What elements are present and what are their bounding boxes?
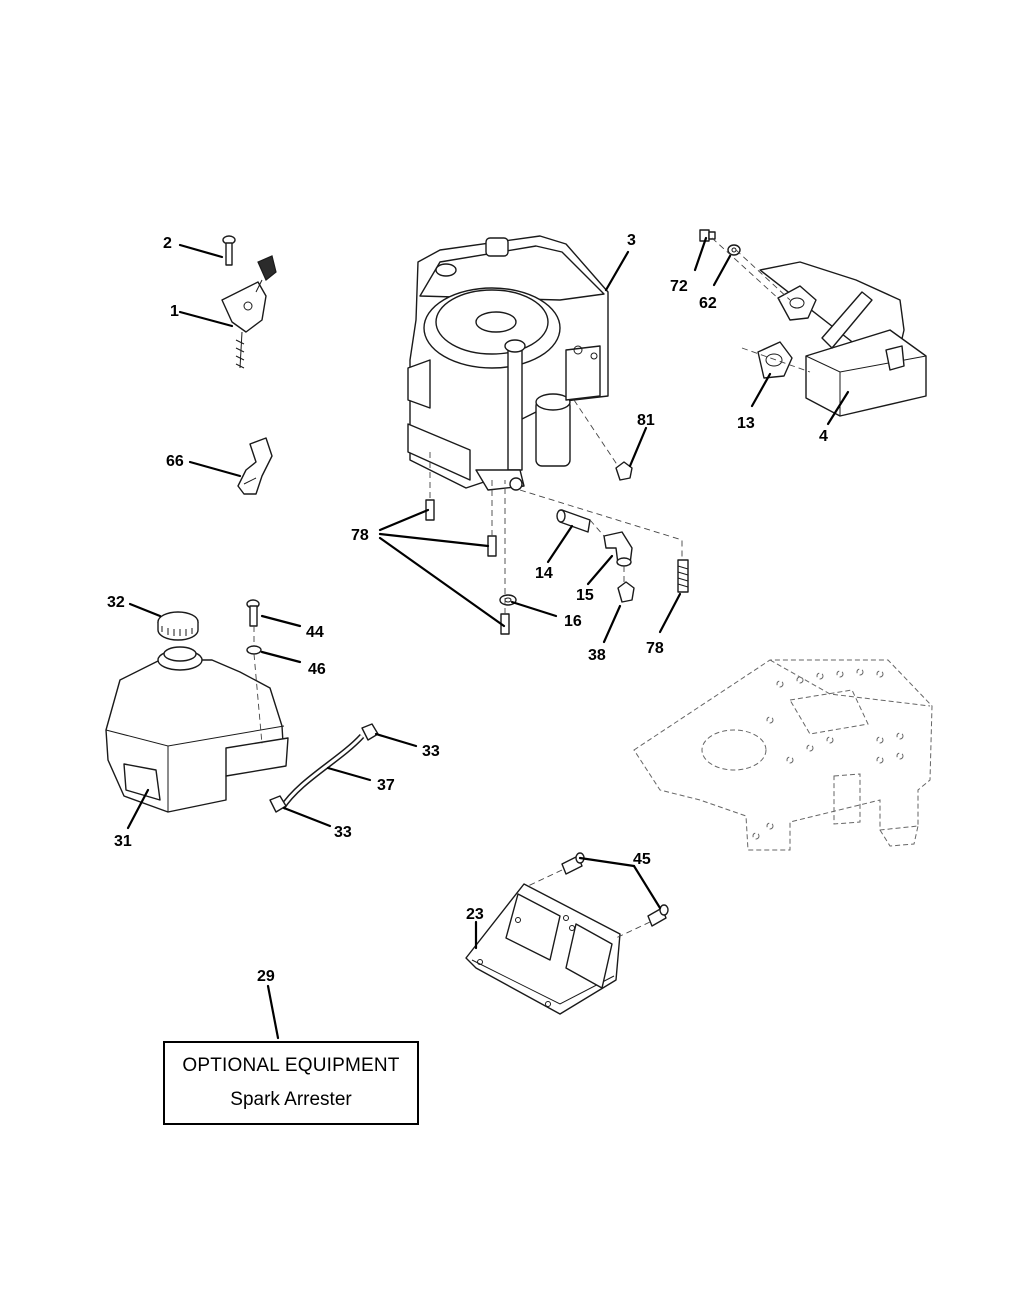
bolt-78-left-part xyxy=(425,499,510,635)
callout-3: 3 xyxy=(627,232,636,249)
callout-16: 16 xyxy=(564,613,582,630)
callout-38: 38 xyxy=(588,647,606,664)
bolt-44-part xyxy=(246,599,260,627)
callout-13: 13 xyxy=(737,415,755,432)
muffler-part xyxy=(759,261,927,417)
clamp-33-upper-part xyxy=(361,723,379,741)
nut-38-part xyxy=(617,581,635,603)
callout-2: 2 xyxy=(163,235,172,252)
elbow-15-part xyxy=(603,531,633,567)
callout-14: 14 xyxy=(535,565,553,582)
leader-lines xyxy=(126,236,850,1040)
callout-78-left: 78 xyxy=(351,527,369,544)
callout-31: 31 xyxy=(114,833,132,850)
fuel-tank-part xyxy=(105,646,289,813)
fitting-14-part xyxy=(556,509,591,533)
callout-1: 1 xyxy=(170,303,179,320)
knob-66-part xyxy=(237,437,273,495)
callout-labels: 2 1 3 72 62 13 4 81 66 78 14 15 16 38 78… xyxy=(107,232,828,985)
callout-78-right: 78 xyxy=(646,640,664,657)
screw-2-part xyxy=(222,235,236,266)
callout-66: 66 xyxy=(166,453,184,470)
callout-45: 45 xyxy=(633,851,651,868)
fuel-hose-part xyxy=(279,733,365,810)
callout-32: 32 xyxy=(107,594,125,611)
screw-45-part xyxy=(561,852,669,927)
fuel-cap-part xyxy=(157,611,199,641)
heat-shield-part xyxy=(465,883,621,1015)
callout-29: 29 xyxy=(257,968,275,985)
engine-part xyxy=(407,235,609,491)
optional-equipment-title: OPTIONAL EQUIPMENT xyxy=(182,1055,400,1076)
callout-72: 72 xyxy=(670,278,688,295)
bolt-78-right-part xyxy=(677,559,689,593)
clamp-33-lower-part xyxy=(269,795,287,813)
washer-46-part xyxy=(246,645,262,655)
washer-62-part xyxy=(727,244,741,256)
bolt-72-part xyxy=(699,229,716,242)
callout-37: 37 xyxy=(377,777,395,794)
frame-holes xyxy=(752,668,904,840)
callout-23: 23 xyxy=(466,906,484,923)
frame-part xyxy=(633,659,933,851)
callout-81: 81 xyxy=(637,412,655,429)
callout-15: 15 xyxy=(576,587,594,604)
callout-4: 4 xyxy=(819,428,828,445)
optional-equipment-box: OPTIONAL EQUIPMENT Spark Arrester xyxy=(163,1041,419,1125)
callout-44: 44 xyxy=(306,624,324,641)
callout-46: 46 xyxy=(308,661,326,678)
callout-62: 62 xyxy=(699,295,717,312)
nut-81-part xyxy=(615,461,633,481)
callout-33-lower: 33 xyxy=(334,824,352,841)
throttle-control-part xyxy=(221,255,277,369)
callout-33-upper: 33 xyxy=(422,743,440,760)
spark-arrester-label: Spark Arrester xyxy=(230,1089,352,1110)
